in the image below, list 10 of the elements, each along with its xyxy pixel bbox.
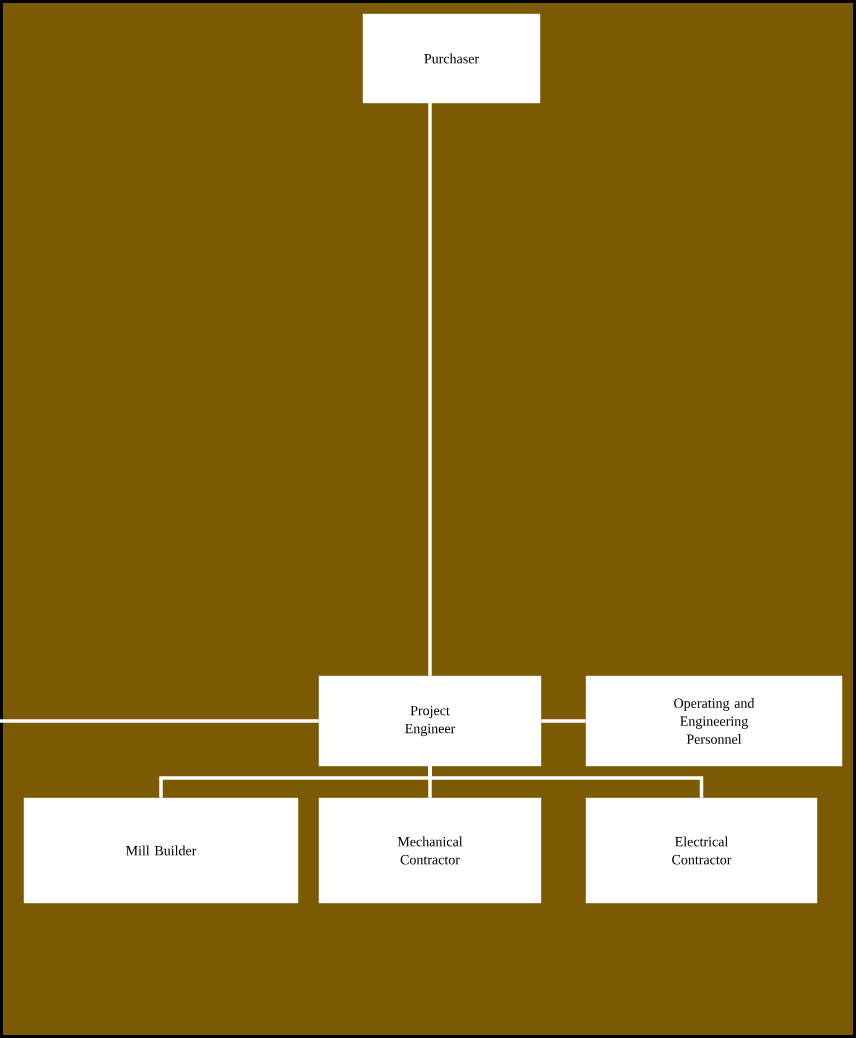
connector-line bbox=[541, 719, 586, 723]
org-box: Purchaser bbox=[362, 13, 541, 104]
connector-line bbox=[428, 103, 432, 676]
org-box: Operating and Engineering Personnel bbox=[585, 675, 843, 767]
org-box: Project Engineer bbox=[318, 675, 542, 767]
connector-line bbox=[428, 766, 704, 798]
org-box: Mill Builder bbox=[23, 797, 299, 904]
connector-line bbox=[0, 719, 319, 723]
org-box: Mechanical Contractor bbox=[318, 797, 542, 904]
org-box: Electrical Contractor bbox=[585, 797, 818, 904]
